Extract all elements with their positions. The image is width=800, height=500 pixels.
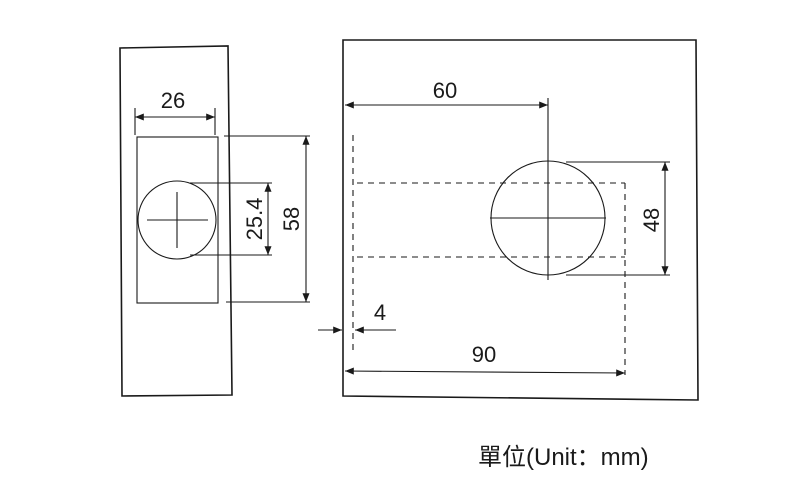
door-outline <box>342 39 699 401</box>
bore-hole <box>137 180 217 260</box>
unit-note: 單位(Unit：mm) <box>478 444 649 471</box>
dim-48-text: 48 <box>639 208 664 232</box>
dim-25-4-text: 25.4 <box>242 198 267 241</box>
strike-cutout <box>136 136 219 304</box>
dim-90-text: 90 <box>472 342 496 367</box>
front-view: 60 48 4 90 <box>318 39 699 401</box>
dim-90-line <box>344 367 626 377</box>
side-view: 26 25.4 58 <box>119 45 310 397</box>
dim-58-text: 58 <box>279 207 304 231</box>
dim-4-text: 4 <box>374 300 386 325</box>
dim-60-text: 60 <box>433 78 457 103</box>
dim-26-text: 26 <box>161 88 185 113</box>
faceplate-outline <box>119 45 233 397</box>
